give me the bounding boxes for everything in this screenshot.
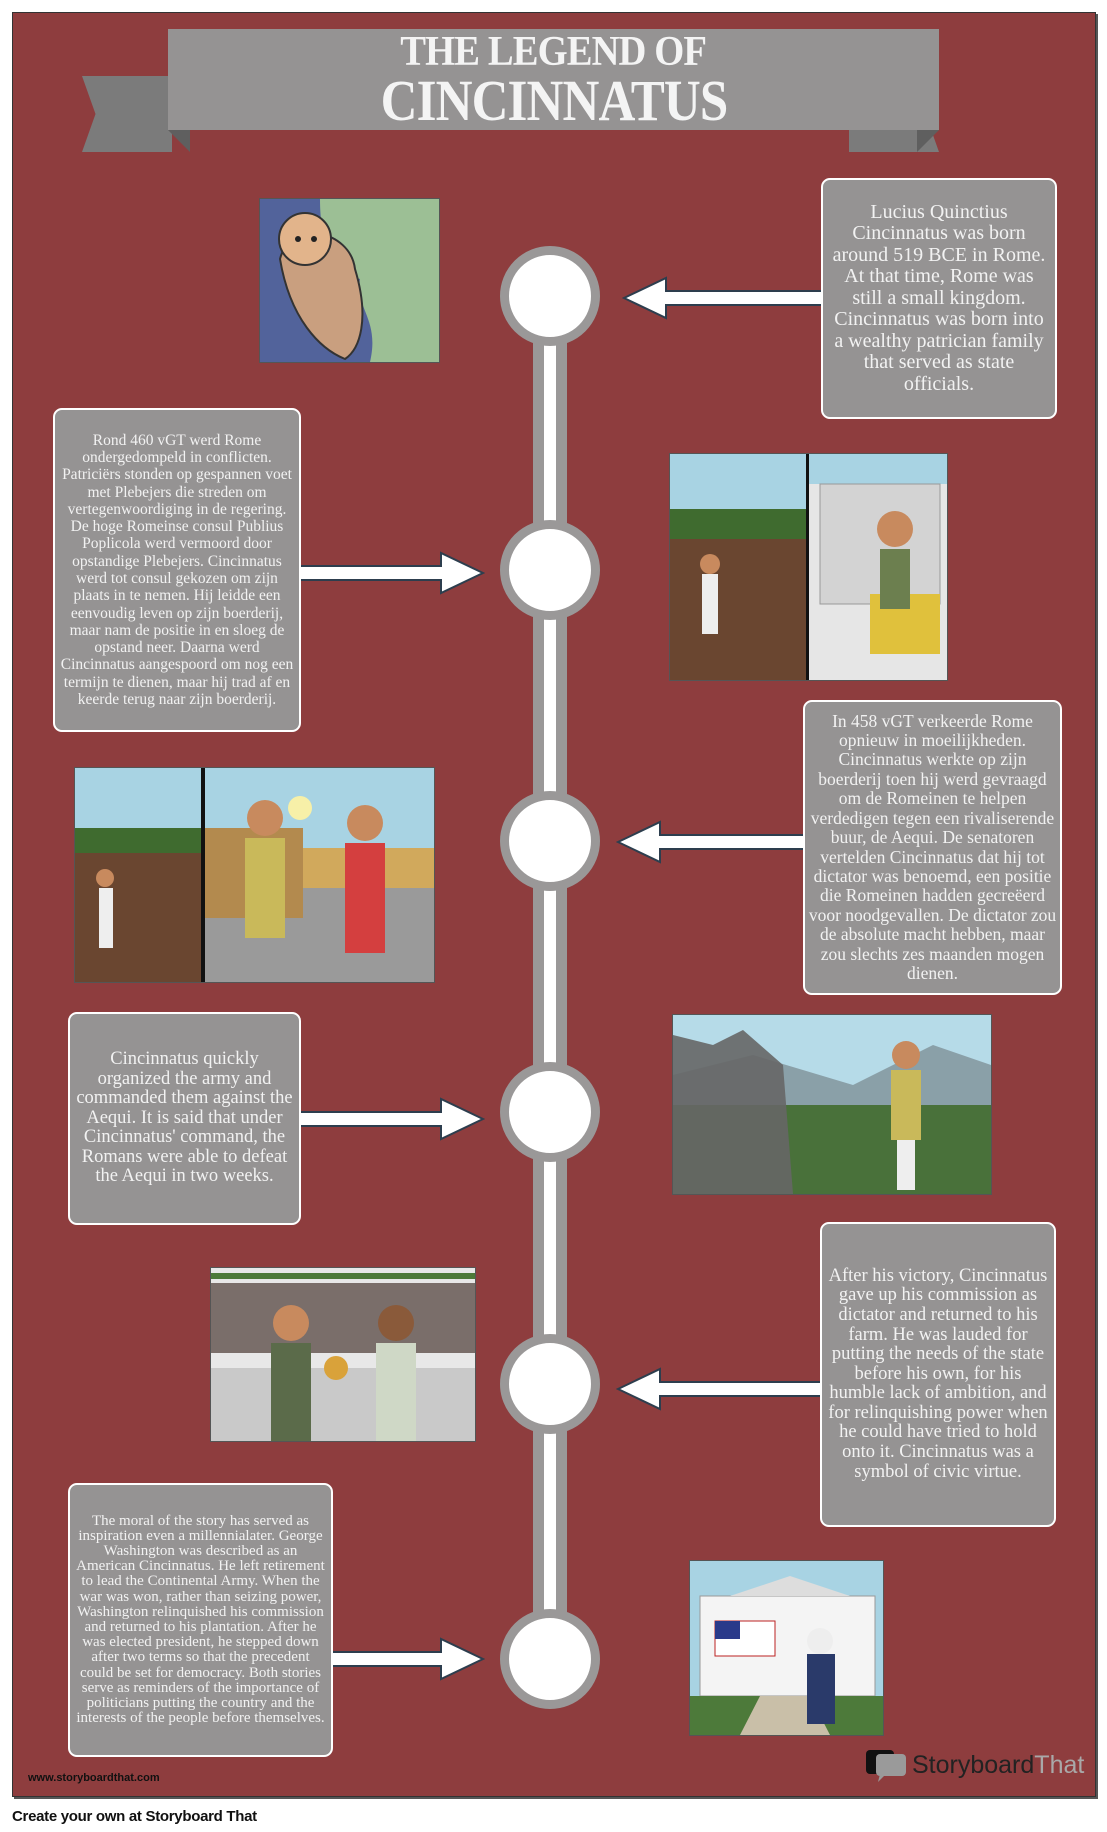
title-line-2: CINCINNATUS — [380, 67, 728, 133]
event-4-text-box: Cincinnatus quickly organized the army a… — [68, 1012, 301, 1225]
timeline-node-5 — [500, 1334, 600, 1434]
returning-laurels-image — [210, 1267, 476, 1442]
ribbon-tail-left — [82, 76, 172, 152]
timeline-node-3 — [500, 791, 600, 891]
brand-storyboard: Storyboard — [912, 1750, 1035, 1779]
event-5-text-box: After his victory, Cincinnatus gave up h… — [820, 1222, 1056, 1527]
brand-that: That — [1034, 1750, 1085, 1779]
event-3-text: In 458 vGT verkeerde Rome opnieuw in moe… — [808, 710, 1057, 983]
farm-and-senators-image — [74, 767, 435, 983]
arrow-right-icon — [300, 551, 485, 595]
timeline-node-1 — [500, 246, 600, 346]
event-6-text-box: The moral of the story has served as ins… — [68, 1483, 333, 1757]
event-1-text-box: Lucius Quinctius Cincinnatus was born ar… — [821, 178, 1057, 419]
title-banner: THE LEGEND OF CINCINNATUS — [168, 29, 939, 130]
arrow-left-icon — [616, 820, 806, 864]
event-4-text: Cincinnatus quickly organized the army a… — [76, 1049, 293, 1187]
storyboardthat-url: www.storyboardthat.com — [28, 1772, 160, 1784]
create-your-own-link[interactable]: Create your own at Storyboard That — [12, 1808, 257, 1825]
event-2-text: Rond 460 vGT werd Rome ondergedompeld in… — [60, 431, 294, 709]
timeline-node-6 — [500, 1609, 600, 1709]
event-5-text: After his victory, Cincinnatus gave up h… — [828, 1265, 1048, 1482]
battle-image — [672, 1014, 992, 1195]
arrow-right-icon — [300, 1097, 485, 1141]
arrow-left-icon — [622, 276, 822, 320]
washington-mount-vernon-image — [689, 1560, 884, 1736]
arrow-right-icon — [332, 1637, 485, 1681]
event-6-text: The moral of the story has served as ins… — [76, 1512, 325, 1727]
timeline-node-2 — [500, 520, 600, 620]
timeline-spine-inner — [544, 296, 556, 1659]
farm-and-consul-image — [669, 453, 948, 681]
baby-on-map-image — [259, 198, 440, 363]
event-1-text: Lucius Quinctius Cincinnatus was born ar… — [832, 200, 1046, 395]
timeline-node-4 — [500, 1062, 600, 1162]
arrow-left-icon — [616, 1367, 822, 1411]
event-2-text-box: Rond 460 vGT werd Rome ondergedompeld in… — [53, 408, 301, 732]
speech-bubbles-icon — [866, 1750, 906, 1782]
event-3-text-box: In 458 vGT verkeerde Rome opnieuw in moe… — [803, 700, 1062, 995]
title-line-1: THE LEGEND OF — [400, 28, 708, 75]
